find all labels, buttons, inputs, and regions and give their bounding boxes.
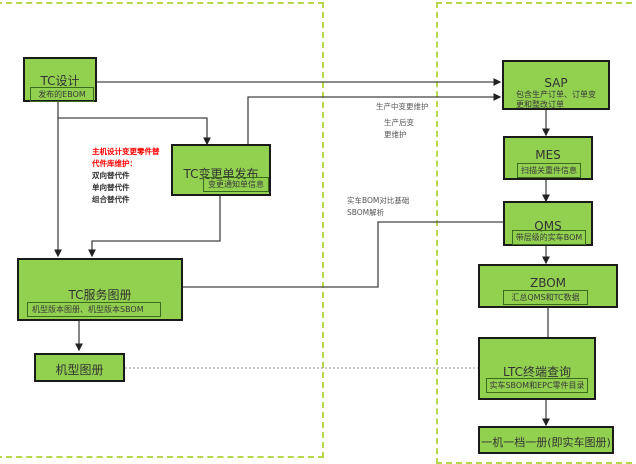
node-title: TC设计	[40, 74, 80, 88]
node-title: 一机一档一册(即实车图册)	[481, 436, 611, 449]
note-line: 组合替代件	[92, 195, 130, 204]
node-subtitle: 包含生产订单、订单变更和整改订单	[516, 90, 596, 109]
edge-tcdesign-tcchange	[58, 117, 207, 144]
node-title: QMS	[534, 219, 562, 233]
node-title: TC服务图册	[68, 288, 132, 302]
note-production-change: 生产中变更维护	[376, 102, 429, 111]
left-zone	[0, 2, 324, 458]
node-title: LTC终端查询	[502, 365, 572, 379]
node-model-album[interactable]: 机型图册	[34, 353, 125, 382]
node-zbom[interactable]: ZBOM 汇总QMS和TC数据	[478, 264, 618, 308]
node-mes[interactable]: MES 扫描关重件信息	[503, 136, 593, 180]
edge-tcservice-qms	[183, 221, 503, 288]
node-tc-service[interactable]: TC服务图册 机型版本图册、机型版本SBOM	[17, 258, 183, 321]
note-line: 更维护	[384, 130, 407, 139]
node-subtitle: 发布的EBOM	[30, 87, 94, 102]
node-qms[interactable]: QMS 带层级的实车BOM	[503, 201, 593, 246]
node-one-machine[interactable]: 一机一档一册(即实车图册)	[478, 426, 614, 454]
node-sap[interactable]: SAP 包含生产订单、订单变更和整改订单	[502, 60, 610, 110]
node-subtitle: 实车SBOM和EPC零件目录	[486, 378, 588, 393]
note-line: 实车BOM对比基础	[347, 196, 410, 205]
node-subtitle: 带层级的实车BOM	[512, 230, 586, 245]
node-title: MES	[535, 148, 561, 162]
note-line: 单向替代件	[92, 183, 130, 192]
node-title: ZBOM	[529, 276, 567, 290]
node-tc-design[interactable]: TC设计 发布的EBOM	[23, 57, 97, 102]
node-subtitle: 汇总QMS和TC数据	[503, 290, 588, 305]
edge-tcchange-sap	[247, 93, 502, 146]
node-title: 机型图册	[55, 363, 104, 377]
note-line: 生产后变	[384, 118, 414, 127]
note-line: SBOM解析	[347, 208, 385, 217]
note-sbom-compare: 实车BOM对比基础 SBOM解析	[347, 195, 409, 219]
note-substitute-types: 双向替代件 单向替代件 组合替代件	[92, 170, 130, 206]
note-line: 双向替代件	[92, 171, 130, 180]
node-subtitle: 机型版本图册、机型版本SBOM	[27, 302, 161, 317]
note-line: 代件库维护：	[92, 159, 137, 168]
note-after-production: 生产后变 更维护	[384, 117, 414, 141]
node-subtitle: 变更通知单信息	[203, 177, 269, 192]
node-tc-change[interactable]: TC变更单发布 变更通知单信息	[171, 144, 271, 196]
edge-tcchange-tcservice	[88, 196, 221, 258]
node-title: SAP	[544, 76, 568, 90]
note-line: 主机设计变更零件替	[92, 147, 160, 156]
node-subtitle: 扫描关重件信息	[517, 163, 581, 178]
node-ltc[interactable]: LTC终端查询 实车SBOM和EPC零件目录	[478, 337, 596, 400]
note-substitute-maintenance: 主机设计变更零件替 代件库维护：	[92, 146, 160, 170]
